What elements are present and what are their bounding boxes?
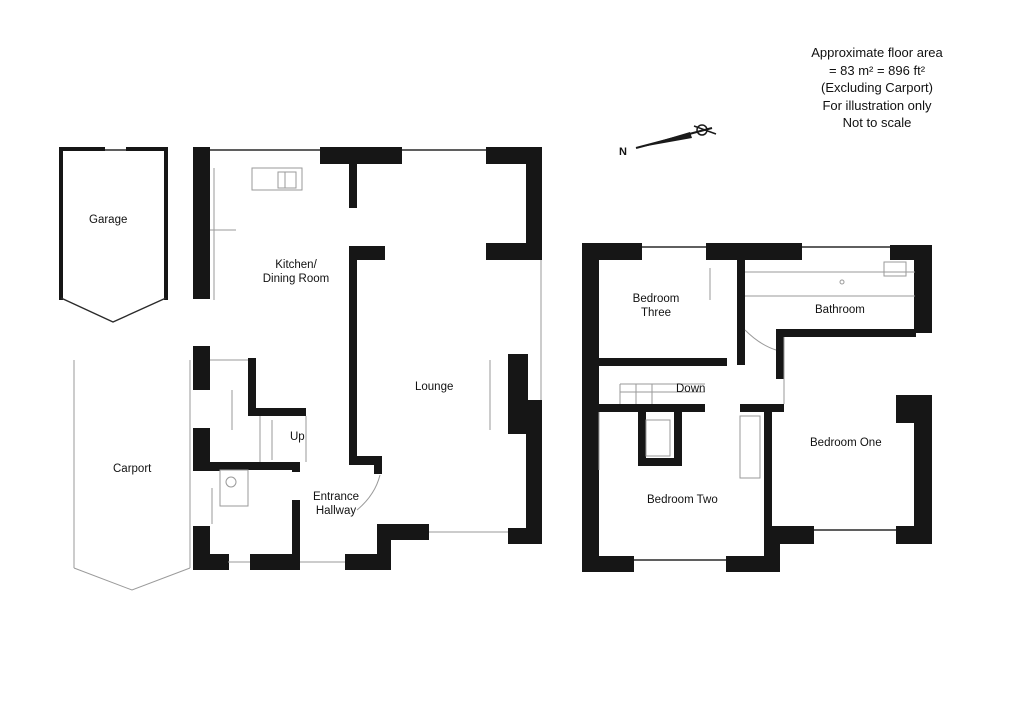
- garage-outline: [59, 147, 168, 323]
- floor-area-value: = 83 m² = 896 ft²: [828, 62, 926, 78]
- bedroom-three-line1: Bedroom: [632, 293, 680, 305]
- hallway-label-line2: Hallway: [315, 505, 357, 517]
- room-label-lounge: Lounge: [415, 381, 454, 393]
- scale-disclaimer: Not to scale: [842, 115, 912, 130]
- room-label-bedroom-three: Bedroom Three: [624, 292, 688, 320]
- north-label: N: [619, 146, 627, 158]
- carport-outline: [73, 360, 191, 591]
- first-floor-walls: [582, 243, 932, 572]
- room-label-carport: Carport: [113, 463, 152, 475]
- bedroom-three-line2: Three: [640, 307, 672, 319]
- stairs-up-label: Up: [290, 431, 305, 443]
- floor-area-note: Approximate floor area = 83 m² = 896 ft²…: [776, 44, 978, 132]
- room-label-garage: Garage: [89, 214, 128, 226]
- kitchen-label-line2: Dining Room: [262, 273, 330, 285]
- floor-area-title: Approximate floor area: [811, 45, 943, 60]
- room-label-entrance-hallway: Entrance Hallway: [304, 490, 368, 518]
- floor-area-exclusion: (Excluding Carport): [821, 80, 933, 95]
- ground-floor-fixtures: [210, 167, 542, 563]
- room-label-bedroom-one: Bedroom One: [810, 437, 882, 449]
- stairs-down-label: Down: [676, 383, 706, 395]
- room-label-bathroom: Bathroom: [815, 304, 865, 316]
- first-floor-fixtures: [598, 261, 915, 479]
- room-label-bedroom-two: Bedroom Two: [647, 494, 718, 506]
- room-label-kitchen-dining: Kitchen/ Dining Room: [258, 258, 334, 286]
- north-arrow: [635, 124, 717, 149]
- hallway-label-line1: Entrance: [312, 491, 360, 503]
- kitchen-label-line1: Kitchen/: [275, 259, 317, 271]
- illustration-disclaimer: For illustration only: [822, 97, 932, 113]
- ground-floor-walls: [193, 147, 542, 570]
